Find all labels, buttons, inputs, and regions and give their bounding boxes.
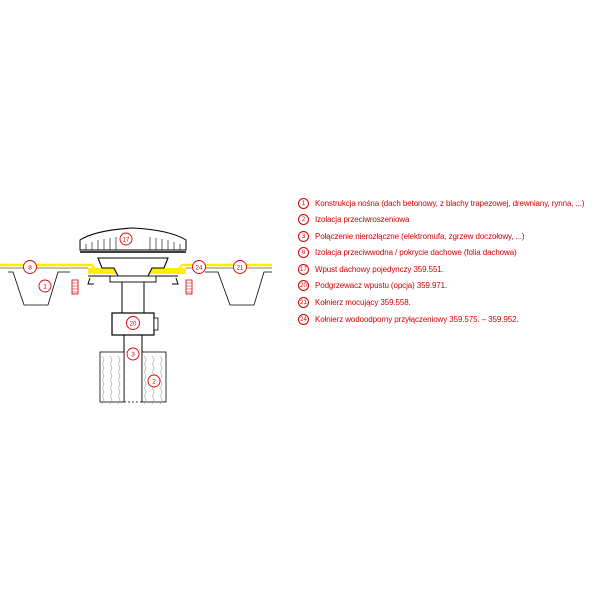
pipe-insulation-left-pattern: [101, 355, 121, 405]
legend-number: 17: [298, 263, 309, 275]
legend-item: 3 Połączenie nierozłączne (elektromufa, …: [298, 229, 598, 243]
legend-text: Kołnierz wodoodporny przyłączeniowy 359.…: [315, 314, 519, 324]
insulation-block-right: [185, 279, 193, 295]
legend-item: 2 Izolacja przeciwroszeniowa: [298, 213, 598, 227]
legend-text: Izolacja przeciwwodna / pokrycie dachowe…: [315, 248, 517, 258]
drain-throat: [109, 275, 157, 283]
grate-cover-slats: [85, 237, 181, 250]
heater-terminal: [153, 317, 159, 331]
legend-number: 3: [298, 230, 309, 242]
legend-item: 1 Konstrukcja nośna (dach betonowy, z bl…: [298, 196, 598, 210]
legend: 1 Konstrukcja nośna (dach betonowy, z bl…: [298, 196, 598, 329]
callout-17: 17: [119, 232, 133, 246]
legend-number: 2: [298, 214, 309, 226]
svg-text:1: 1: [43, 284, 47, 291]
insulation-block-left-hatch: [72, 282, 78, 293]
legend-number: 20: [298, 280, 309, 292]
legend-text: Kołnierz mocujący 359.558.: [315, 298, 411, 308]
legend-item: 20 Podgrzewacz wpustu (opcja) 359.971.: [298, 279, 598, 293]
legend-number: 1: [298, 197, 309, 209]
legend-number: 8: [298, 247, 309, 259]
insulation-block-right-hatch: [186, 282, 192, 293]
callout-3: 3: [126, 347, 140, 361]
clamp-right: [172, 277, 179, 285]
svg-text:17: 17: [123, 238, 130, 244]
insulation-block-left: [71, 279, 79, 295]
svg-text:3: 3: [131, 352, 135, 359]
svg-text:2: 2: [152, 379, 156, 386]
legend-item: 21 Kołnierz mocujący 359.558.: [298, 296, 598, 310]
clamp-left: [87, 277, 94, 285]
callout-1: 1: [38, 279, 52, 293]
callout-21: 21: [233, 260, 247, 274]
legend-number: 24: [298, 313, 309, 325]
legend-text: Wpust dachowy pojedynczy 359.551.: [315, 264, 444, 274]
drain-pipe-upper: [121, 282, 145, 314]
svg-text:21: 21: [237, 266, 244, 272]
legend-item: 8 Izolacja przeciwwodna / pokrycie dacho…: [298, 246, 598, 260]
svg-text:24: 24: [196, 266, 203, 272]
grate-cover: [79, 227, 187, 251]
legend-item: 17 Wpust dachowy pojedynczy 359.551.: [298, 262, 598, 276]
legend-number: 21: [298, 297, 309, 309]
svg-text:8: 8: [28, 265, 32, 272]
callout-8: 8: [23, 260, 37, 274]
legend-text: Konstrukcja nośna (dach betonowy, z blac…: [315, 198, 585, 208]
svg-text:20: 20: [130, 322, 137, 328]
callout-20: 20: [126, 316, 140, 330]
drain-pipe-lower: [123, 335, 143, 402]
callout-24: 24: [192, 260, 206, 274]
roof-deck-right: [205, 271, 272, 306]
legend-text: Połączenie nierozłączne (elektromufa, zg…: [315, 231, 525, 241]
callout-2: 2: [147, 374, 161, 388]
legend-item: 24 Kołnierz wodoodporny przyłączeniowy 3…: [298, 312, 598, 326]
legend-text: Podgrzewacz wpustu (opcja) 359.971.: [315, 281, 448, 291]
legend-text: Izolacja przeciwroszeniowa: [315, 215, 410, 225]
roof-deck-left: [8, 271, 70, 306]
